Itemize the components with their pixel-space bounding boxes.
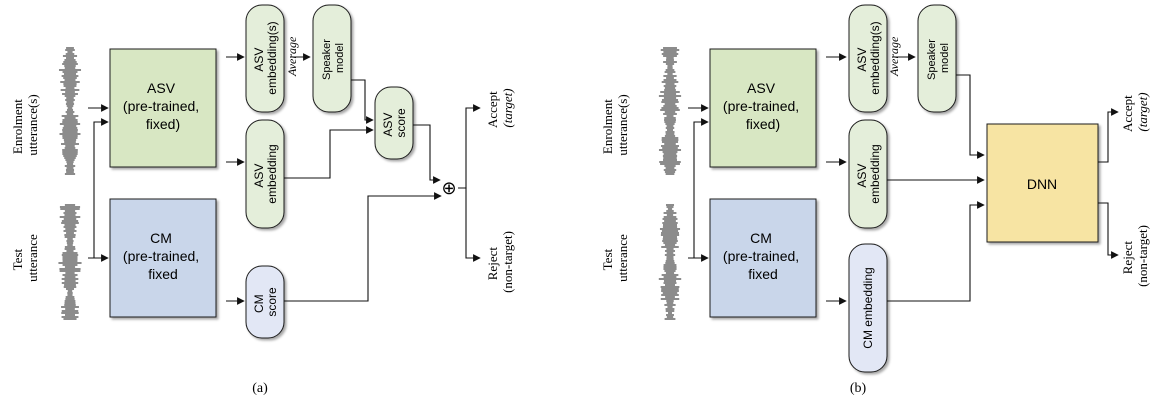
- asv-block-b: [709, 48, 817, 168]
- reject-label: Reject (non-target): [485, 231, 515, 293]
- enrolment-waveform-b: [658, 47, 682, 175]
- asv-embedding-label: ASV embedding: [252, 144, 279, 203]
- test-waveform-b: [658, 204, 682, 320]
- cm-score-label: CM score: [252, 287, 279, 317]
- asv-embedding-label-b: ASV embedding: [855, 144, 882, 203]
- panel-a: Enrolment utterance(s) Test utterance AS…: [10, 4, 515, 396]
- embedding-to-score-arrow: [284, 126, 374, 179]
- cm-block-b: [709, 198, 817, 318]
- asv-embedding-pill: [245, 119, 285, 229]
- caption-b: (b): [850, 381, 867, 396]
- cm-score-to-fusion-arrow: [284, 192, 442, 302]
- dnn-label: DNN: [1027, 176, 1057, 192]
- speaker-to-dnn-arrow: [956, 74, 985, 159]
- enrolment-waveform: [58, 47, 82, 175]
- asv-block-label-b: ASV (pre-trained, fixed): [723, 80, 803, 132]
- accept-arrow: [458, 104, 481, 189]
- cm-score-pill: [245, 265, 285, 339]
- waveform-trace: [58, 47, 82, 175]
- asv-block: [109, 48, 217, 168]
- asv-embeddings-label: ASV embedding(s): [252, 21, 279, 94]
- asv-embedding-pill-b: [848, 119, 888, 229]
- waveform-trace: [58, 204, 82, 320]
- cm-embedding-to-dnn-arrow: [887, 201, 985, 302]
- asv-embeddings-pill-b: [848, 4, 888, 113]
- speaker-model-pill: [312, 4, 352, 113]
- dnn-block: [986, 123, 1099, 243]
- asv-score-to-fusion-arrow: [413, 124, 441, 184]
- accept-label: Accept (target): [485, 88, 515, 128]
- accept-arrow-b: [1098, 108, 1119, 163]
- asv-embeddings-pill: [245, 4, 285, 113]
- test-to-asv-arrow: [93, 118, 109, 258]
- speaker-to-score-arrow: [351, 79, 374, 124]
- asv-block-label: ASV (pre-trained, fixed): [123, 80, 203, 132]
- cm-embedding-label-b: CM embedding: [861, 267, 875, 348]
- cm-block-label-b: CM (pre-trained, fixed: [723, 230, 803, 282]
- asv-score-pill: [374, 86, 414, 160]
- cm-block-label: CM (pre-trained, fixed: [123, 230, 203, 282]
- panel-b: Enrolment utterance(s) Test utterance AS…: [600, 4, 1150, 396]
- test-waveform: [58, 204, 82, 320]
- test-label-b: Test utterance: [600, 234, 630, 282]
- speaker-model-pill-b: [917, 4, 957, 113]
- speaker-model-label: Speaker model: [321, 36, 346, 80]
- test-label: Test utterance: [10, 234, 40, 282]
- cm-embedding-pill-b: [848, 243, 888, 373]
- asv-score-label: ASV score: [381, 108, 408, 138]
- enrolment-label: Enrolment utterance(s): [10, 94, 40, 155]
- cm-block: [109, 198, 217, 318]
- test-to-asv-arrow-b: [693, 118, 709, 258]
- reject-label-b: Reject (non-target): [1120, 225, 1150, 287]
- waveform-trace: [658, 204, 682, 320]
- reject-arrow: [458, 187, 481, 262]
- asv-embeddings-label-b: ASV embedding(s): [855, 21, 882, 94]
- accept-label-b: Accept (target): [1120, 92, 1150, 132]
- enrolment-label-b: Enrolment utterance(s): [600, 94, 630, 155]
- fusion-symbol: ⊕: [441, 178, 456, 198]
- waveform-trace: [658, 47, 682, 175]
- speaker-model-label-b: Speaker model: [926, 36, 951, 80]
- reject-arrow-b: [1098, 202, 1119, 259]
- caption-a: (a): [252, 381, 268, 396]
